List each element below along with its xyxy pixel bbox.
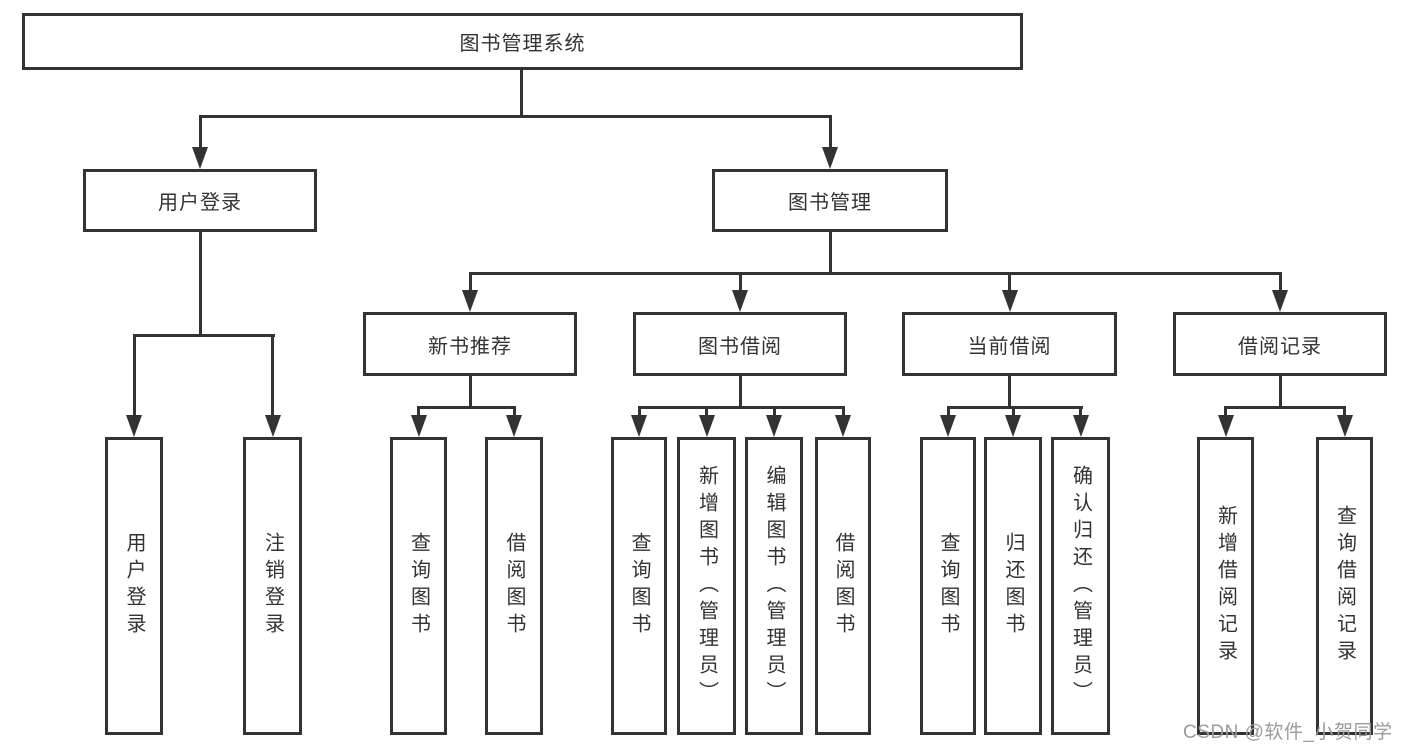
connector-line [417,406,420,416]
node-book-management: 图书管理 [712,169,948,232]
leaf-label: 查询图书 [937,532,959,640]
node-label: 图书管理 [788,192,872,214]
connector-line [1011,406,1015,416]
connector-line [198,232,202,336]
leaf-edit-books-admin: 编辑图书（管理员） [745,437,803,735]
connector-line [1224,406,1227,416]
arrowhead-icon [126,415,142,437]
connector-line [1224,406,1346,409]
connector-line [468,272,1282,275]
connector-line [1278,376,1282,408]
leaf-query-books-borrowing: 查询图书 [611,437,667,735]
arrowhead-icon [822,147,838,169]
connector-line [738,376,742,408]
node-label: 当前借阅 [967,335,1052,358]
arrowhead-icon [192,147,208,169]
leaf-borrow-books-recommend: 借阅图书 [485,437,543,735]
leaf-label: 借阅图书 [832,532,854,640]
leaf-label: 用户登录 [123,532,145,640]
connector-line [946,406,1083,409]
arrowhead-icon [410,415,427,437]
connector-line [637,406,845,409]
connector-line [1008,376,1011,408]
connector-line [468,272,472,291]
connector-line [198,115,202,149]
watermark: CSDN @软件_小贺同学 [1183,722,1393,743]
arrowhead-icon [1217,415,1234,437]
arrowhead-icon [506,415,522,437]
leaf-label: 借阅图书 [503,532,525,640]
node-label: 用户登录 [158,192,242,214]
leaf-query-borrow-record: 查询借阅记录 [1316,437,1373,735]
node-borrowing-records: 借阅记录 [1173,312,1387,376]
leaf-label: 编辑图书（管理员） [763,464,785,708]
arrowhead-icon [1072,415,1089,437]
connector-line [841,406,845,416]
arrowhead-icon [631,415,647,437]
connector-line [705,406,708,416]
connector-line [828,115,832,149]
connector-line [738,272,742,291]
leaf-confirm-return-admin: 确认归还（管理员） [1051,437,1110,735]
leaf-add-books-admin: 新增图书（管理员） [677,437,736,735]
leaf-user-login: 用户登录 [105,437,163,735]
leaf-label: 归还图书 [1002,532,1024,640]
arrowhead-icon [462,290,478,312]
arrowhead-icon [835,415,851,437]
connector-line [519,70,523,117]
node-library-management-system: 图书管理系统 [22,13,1023,70]
leaf-label: 查询图书 [628,532,650,640]
node-current-borrowing: 当前借阅 [902,312,1117,376]
arrowhead-icon [1005,415,1021,437]
arrowhead-icon [264,415,281,437]
node-label: 借阅记录 [1238,335,1322,358]
connector-line [271,334,274,416]
node-new-book-recommend: 新书推荐 [363,312,577,376]
connector-line [1343,406,1346,416]
connector-line [946,406,950,416]
leaf-label: 查询借阅记录 [1333,505,1356,667]
connector-line [1008,272,1011,291]
arrowhead-icon [1272,290,1288,312]
connector-line [417,406,516,409]
connector-line [198,115,832,118]
arrowhead-icon [1001,290,1018,312]
leaf-label: 查询图书 [407,532,430,640]
connector-line [828,232,832,274]
arrowhead-icon [940,415,956,437]
node-user-login: 用户登录 [83,169,317,232]
arrowhead-icon [766,415,782,437]
node-label: 图书管理系统 [459,33,586,55]
leaf-query-books-current: 查询图书 [920,437,976,735]
arrowhead-icon [732,290,748,312]
connector-line [468,376,472,408]
connector-line [132,334,136,416]
leaf-logout: 注销登录 [243,437,302,735]
connector-line [132,334,275,337]
leaf-label: 新增借阅记录 [1214,505,1237,667]
node-label: 新书推荐 [428,335,512,358]
arrowhead-icon [1336,415,1353,437]
connector-line [1079,406,1082,416]
node-book-borrowing: 图书借阅 [633,312,847,376]
node-label: 图书借阅 [698,335,782,358]
leaf-borrow-books: 借阅图书 [815,437,871,735]
leaf-label: 新增图书（管理员） [695,464,718,708]
leaf-add-borrow-record: 新增借阅记录 [1197,437,1254,735]
connector-line [772,406,776,416]
connector-line [512,406,516,416]
connector-line [1278,272,1282,291]
connector-line [637,406,641,416]
leaf-query-books-recommend: 查询图书 [390,437,447,735]
leaf-return-books: 归还图书 [984,437,1042,735]
leaf-label: 注销登录 [261,532,284,640]
arrowhead-icon [698,415,715,437]
leaf-label: 确认归还（管理员） [1069,464,1092,708]
